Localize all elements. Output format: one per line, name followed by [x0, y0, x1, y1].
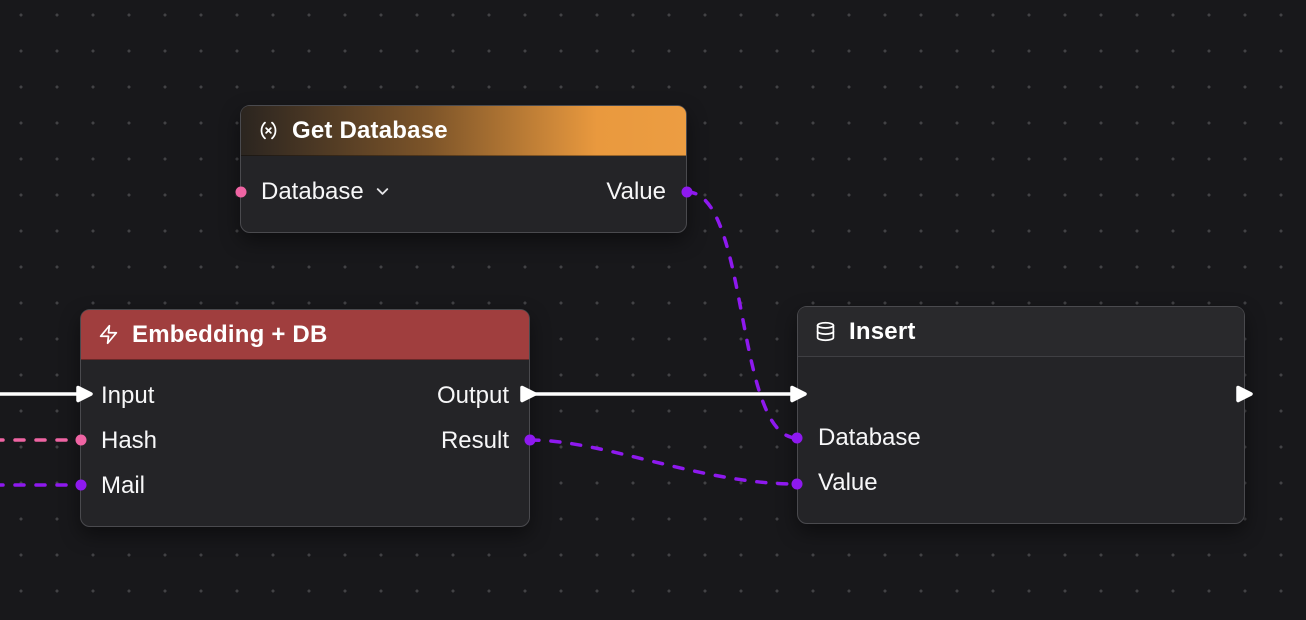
port-row: Mail	[81, 463, 529, 508]
zap-icon	[98, 324, 119, 345]
port-row: Database	[798, 415, 1244, 460]
port-label: Hash	[101, 426, 158, 454]
port-row-exec	[798, 370, 1244, 415]
node-insert[interactable]: Insert Database Value	[797, 306, 1245, 524]
port-row: Hash Result	[81, 418, 529, 463]
node-get-database-header[interactable]: Get Database	[241, 106, 686, 156]
port-label: Database	[818, 423, 921, 451]
wire-result-to-value[interactable]	[528, 438, 799, 486]
node-embedding-db[interactable]: Embedding + DB Input Output Hash Result …	[80, 309, 530, 527]
port-label: Mail	[101, 471, 146, 499]
port-row: Input Output	[81, 373, 529, 418]
port-label: Value	[606, 177, 666, 205]
wire-value-to-database[interactable]	[685, 190, 799, 440]
input-database-dropdown[interactable]: Database	[261, 178, 392, 206]
node-get-database[interactable]: Get Database Database Value	[240, 105, 687, 233]
port-label: Value	[818, 468, 878, 496]
node-embedding-db-header[interactable]: Embedding + DB	[81, 310, 529, 360]
chevron-down-icon	[373, 182, 392, 201]
node-title: Embedding + DB	[132, 320, 328, 348]
port-label: Output	[436, 381, 509, 409]
port-row: Value	[798, 460, 1244, 505]
port-label: Result	[440, 426, 509, 454]
variable-icon	[258, 120, 279, 141]
port-label: Database	[261, 177, 364, 205]
port-row: Database Value	[241, 169, 686, 214]
node-title: Insert	[849, 317, 916, 345]
node-insert-header[interactable]: Insert	[798, 307, 1244, 357]
node-title: Get Database	[292, 116, 448, 144]
port-label: Input	[101, 381, 155, 409]
database-icon	[815, 321, 836, 342]
